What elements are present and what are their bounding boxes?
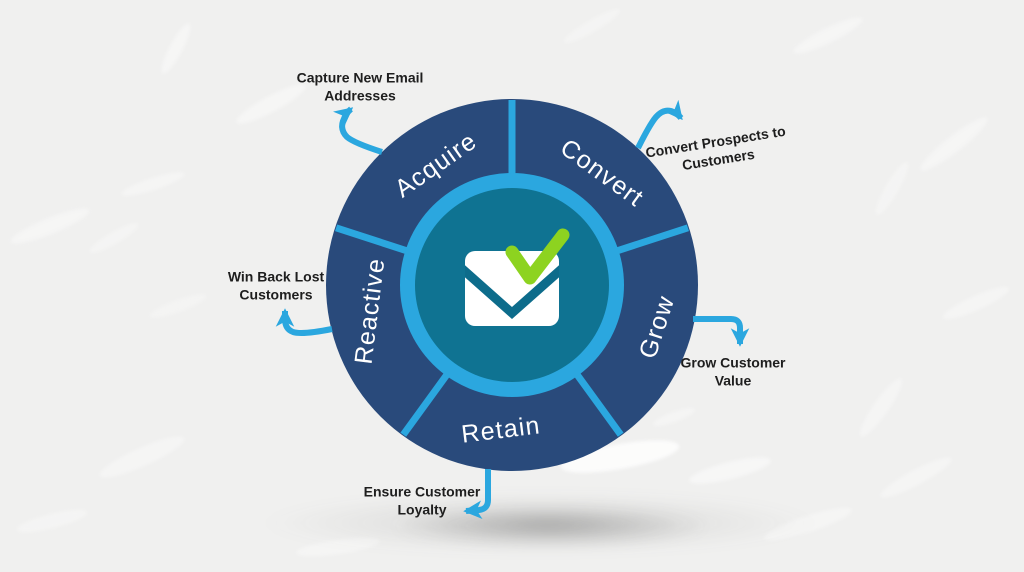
envelope-check-icon bbox=[465, 228, 570, 326]
segment-dividers bbox=[335, 100, 689, 437]
callout-grow-line1: Grow Customer bbox=[680, 354, 786, 371]
envelope-flap-fold bbox=[465, 262, 559, 320]
callout-retain: Ensure Customer Loyalty bbox=[364, 483, 481, 520]
callout-acquire-line2: Addresses bbox=[324, 88, 396, 104]
divider-retain-reactive bbox=[400, 362, 458, 437]
callout-grow: Grow Customer Value bbox=[680, 354, 785, 391]
callout-arrows bbox=[275, 99, 750, 520]
callout-reactive: Win Back Lost Customers bbox=[228, 268, 324, 305]
callout-retain-line1: Ensure Customer bbox=[363, 483, 481, 500]
callout-reactive-line1: Win Back Lost bbox=[227, 268, 325, 285]
grow-callout-arrow bbox=[693, 316, 750, 347]
convert-callout-arrow bbox=[635, 99, 684, 150]
callout-acquire: Capture New Email Addresses bbox=[297, 69, 424, 106]
acquire-callout-arrow bbox=[332, 106, 383, 155]
divider-reactive-acquire bbox=[335, 224, 420, 259]
callout-acquire-line1: Capture New Email bbox=[296, 69, 424, 86]
callout-retain-line2: Loyalty bbox=[397, 502, 447, 518]
reactive-callout-arrow bbox=[275, 308, 333, 336]
divider-grow-retain bbox=[566, 362, 624, 437]
divider-convert-grow bbox=[604, 224, 689, 259]
callout-grow-line2: Value bbox=[714, 373, 752, 389]
retain-callout-arrow bbox=[463, 469, 491, 520]
checkmark-icon bbox=[505, 228, 570, 285]
callout-reactive-line2: Customers bbox=[239, 287, 313, 303]
